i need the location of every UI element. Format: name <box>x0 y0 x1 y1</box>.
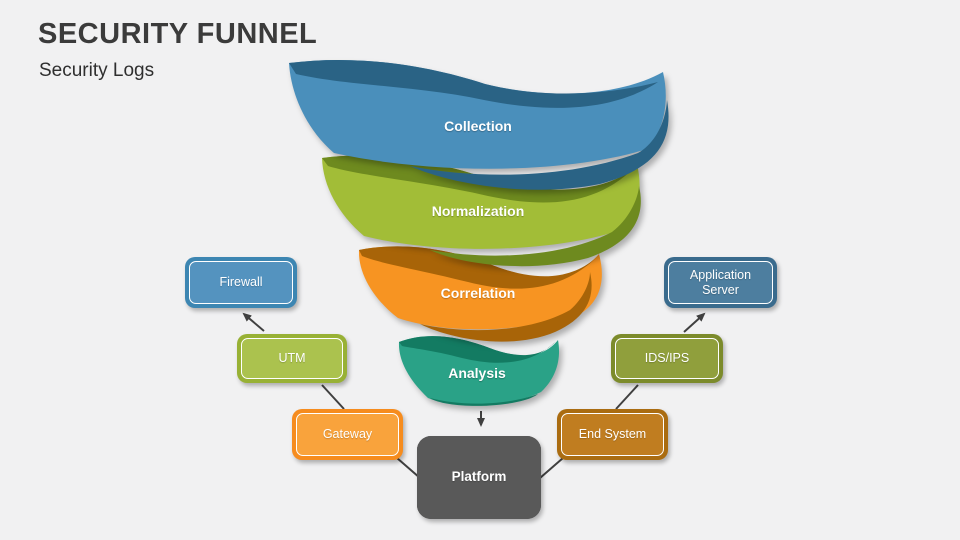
node-platform-box: Platform <box>417 436 541 519</box>
slide-title: SECURITY FUNNEL <box>38 18 318 50</box>
funnel-layer-correlation <box>358 246 602 342</box>
node-application-server-label: Application Server <box>689 267 752 297</box>
node-application-server: Application Server <box>664 257 777 308</box>
funnel-layer-collection <box>289 59 669 190</box>
connector-utm-to-gateway <box>321 384 345 410</box>
collection-body <box>289 59 666 169</box>
node-end-system-box: End System <box>561 413 664 456</box>
collection-tail <box>410 100 669 190</box>
correlation-rim <box>359 246 596 289</box>
node-firewall-label: Firewall <box>219 275 263 289</box>
connector-gateway-to-platform <box>396 457 421 479</box>
node-gateway-label: Gateway <box>322 427 373 441</box>
connector-utm-to-firewall-arrow <box>242 312 265 332</box>
connectors <box>242 312 706 479</box>
connector-endsystem-to-idsips <box>615 384 639 410</box>
connector-platform-to-endsystem <box>539 457 564 479</box>
node-platform-label: Platform <box>451 469 507 485</box>
node-utm-box: UTM <box>241 338 343 379</box>
analysis-body <box>398 336 560 405</box>
slide-subtitle: Security Logs <box>39 60 155 81</box>
node-end-system: End System <box>557 409 668 460</box>
analysis-rim <box>399 336 555 363</box>
node-gateway: Gateway <box>292 409 403 460</box>
node-firewall: Firewall <box>185 257 297 308</box>
connector-idsips-to-appserver-arrow <box>683 312 706 333</box>
node-utm: UTM <box>237 334 347 383</box>
collection-rim <box>289 59 658 108</box>
node-ids-ips-label: IDS/IPS <box>644 351 690 365</box>
node-firewall-box: Firewall <box>189 261 293 304</box>
funnel-layer-analysis <box>398 336 560 406</box>
normalization-tail <box>430 186 641 267</box>
node-ids-ips-box: IDS/IPS <box>615 338 719 379</box>
node-platform: Platform <box>417 436 541 519</box>
correlation-tail <box>420 272 592 342</box>
node-application-server-box: Application Server <box>668 261 773 304</box>
node-gateway-box: Gateway <box>296 413 399 456</box>
node-utm-label: UTM <box>278 351 306 365</box>
node-ids-ips: IDS/IPS <box>611 334 723 383</box>
node-end-system-label: End System <box>578 427 647 441</box>
analysis-lip <box>430 394 538 406</box>
